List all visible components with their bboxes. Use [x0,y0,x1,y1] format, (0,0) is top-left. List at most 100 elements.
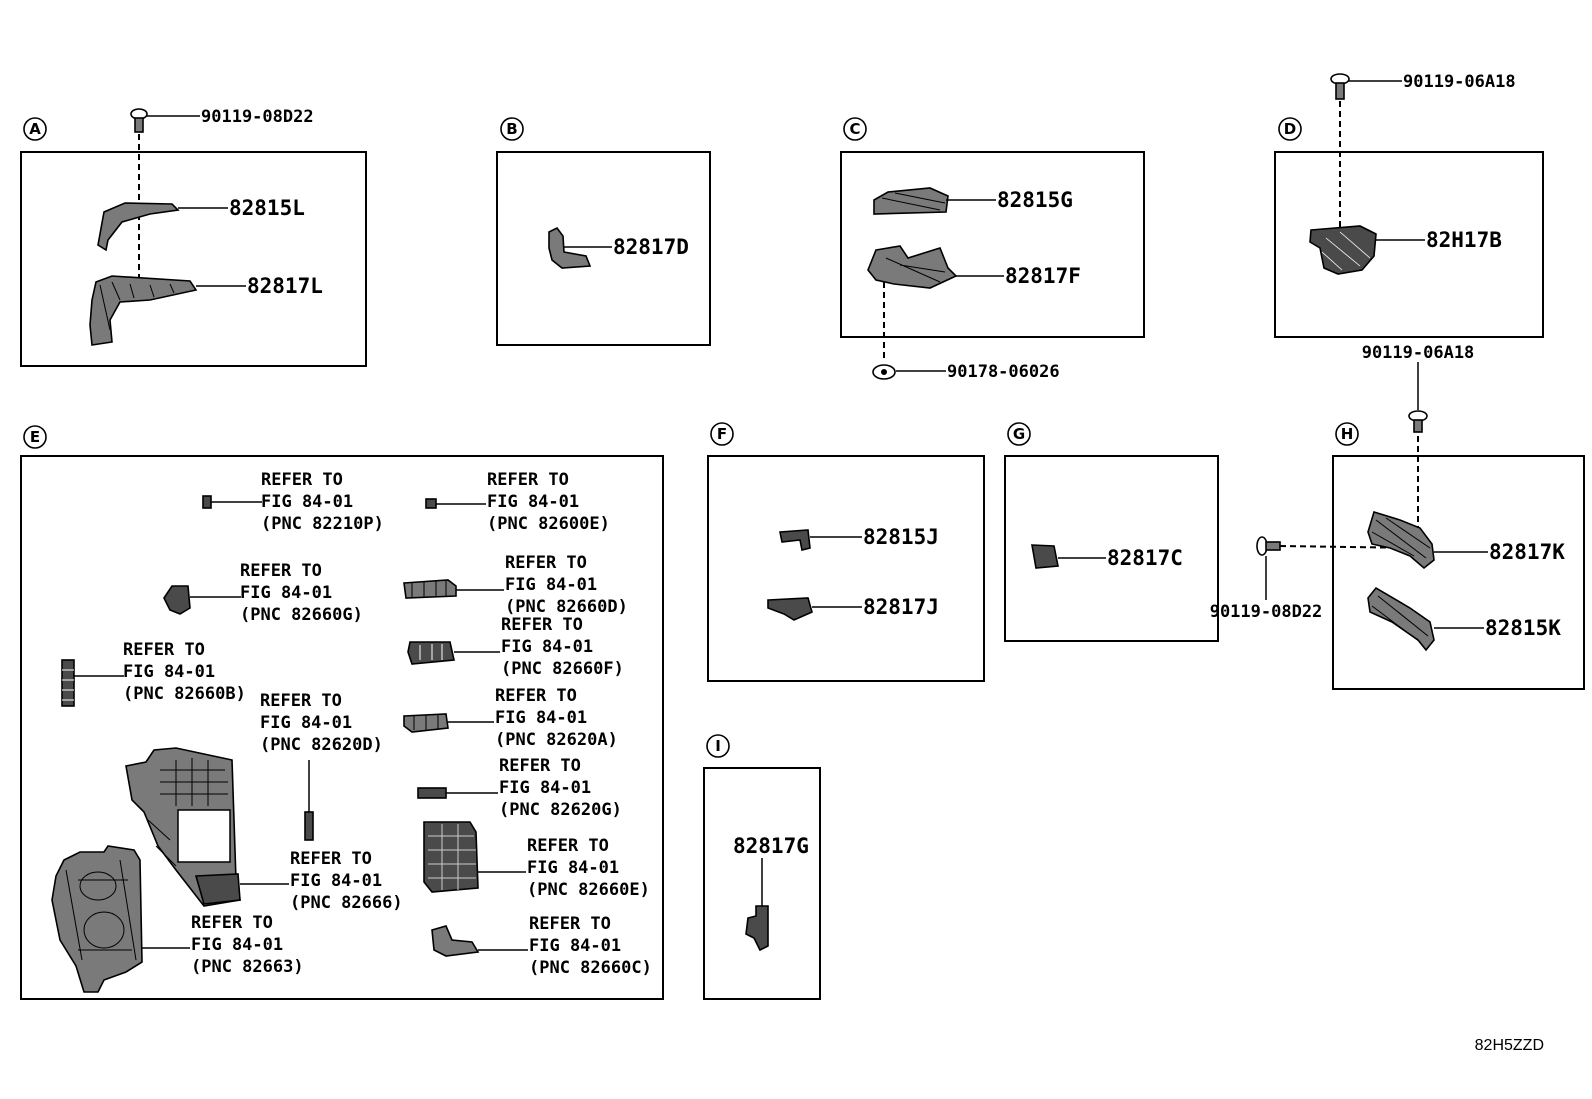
ref-line1: REFER TO [191,913,273,933]
ref-line1: REFER TO [123,640,205,660]
section-g: G 82817C [1004,422,1219,642]
part-number-label: 90119-08D22 [201,107,314,127]
section-d-letter: D [1284,120,1296,138]
ref-line2: FIG 84-01 [191,935,283,955]
bracket-icon [1309,225,1377,275]
section-b: B 82817D [496,117,711,346]
section-b-letter: B [506,120,517,138]
connector-icon [425,498,437,509]
ref-line1: REFER TO [527,836,609,856]
connector-icon [163,585,191,615]
section-a-letter: A [29,120,41,138]
ref-line2: FIG 84-01 [505,575,597,595]
ref-line3: (PNC 82620D) [260,735,383,755]
clip-icon [779,529,811,551]
bolt-icon [130,108,148,133]
ref-line1: REFER TO [487,470,569,490]
ref-line3: (PNC 82666) [290,893,403,913]
connector-icon [202,495,212,509]
ref-line3: (PNC 82663) [191,957,304,977]
bolt-icon [1330,73,1350,100]
clip-icon [767,597,813,621]
part-number-label: 82817D [613,235,689,259]
part-number-label: 82815G [997,188,1073,212]
ref-line1: REFER TO [240,561,322,581]
bracket-icon [1367,510,1435,570]
ref-line1: REFER TO [290,849,372,869]
section-i: I 82817G [703,734,821,1000]
ref-line1: REFER TO [505,553,587,573]
ref-line2: FIG 84-01 [123,662,215,682]
ref-line3: (PNC 82210P) [261,514,384,534]
fuse-icon [304,811,314,841]
part-number-label: 90119-06A18 [1403,72,1516,92]
ref-line3: (PNC 82660F) [501,659,624,679]
ref-line2: FIG 84-01 [487,492,579,512]
ref-line1: REFER TO [499,756,581,776]
case-icon [51,845,143,993]
part-number-label: 82815L [229,196,305,220]
bolt-icon [1256,536,1281,556]
ref-line3: (PNC 82620G) [499,800,622,820]
bracket-icon [1367,586,1435,652]
section-e-letter: E [30,428,40,446]
connector-icon [407,641,455,665]
ref-line2: FIG 84-01 [495,708,587,728]
clip-icon [745,905,769,952]
connector-icon [403,579,457,599]
section-f: F 82815J 82817J [707,422,985,682]
ref-line1: REFER TO [495,686,577,706]
section-h: H 90119-08D22 82817K 82815K [1210,362,1585,690]
ref-line2: FIG 84-01 [499,778,591,798]
ref-line3: (PNC 82600E) [487,514,610,534]
ref-line2: FIG 84-01 [527,858,619,878]
ref-line3: (PNC 82660D) [505,597,628,617]
ref-line1: REFER TO [529,914,611,934]
clip-icon [872,364,896,380]
connector-icon [548,226,592,269]
part-number-label: 90119-06A18 [1362,343,1475,363]
part-number-label: 82815K [1485,616,1561,640]
ref-line1: REFER TO [260,691,342,711]
ref-line1: REFER TO [261,470,343,490]
ref-line3: (PNC 82660E) [527,880,650,900]
ref-line3: (PNC 82660G) [240,605,363,625]
relay-block-icon [423,821,479,893]
connector-icon [417,787,447,799]
ref-line2: FIG 84-01 [240,583,332,603]
part-number-label: 90178-06026 [947,362,1060,382]
part-number-label: 82817J [863,595,939,619]
ref-line3: (PNC 82660B) [123,684,246,704]
ref-line2: FIG 84-01 [260,713,352,733]
ref-line2: FIG 84-01 [261,492,353,512]
bolt-icon [1408,410,1428,433]
part-number-label: 82817F [1005,264,1081,288]
ref-line2: FIG 84-01 [501,637,593,657]
part-number-label: 82817K [1489,540,1565,564]
section-c: C 82815G 82817F 90178-06026 [840,117,1145,382]
part-number-label: 82H17B [1426,228,1502,252]
section-a: A 90119-08D22 82815L 82817L [20,107,367,367]
ref-line2: FIG 84-01 [290,871,382,891]
section-e: E REFER TO FIG 84-01 (PNC 82210P) REFER … [20,425,664,1000]
ref-line2: FIG 84-01 [529,936,621,956]
part-number-label: 82817G [733,834,809,858]
section-h-letter: H [1341,425,1354,443]
ref-line3: (PNC 82620A) [495,730,618,750]
part-number-label: 82817C [1107,546,1183,570]
ref-line3: (PNC 82660C) [529,958,652,978]
clip-icon [1031,544,1059,569]
section-g-letter: G [1013,425,1025,443]
section-c-letter: C [849,120,860,138]
bracket-icon [431,925,480,957]
section-d: D 90119-06A18 82H17B 90119-06A18 [1274,72,1544,363]
part-number-label: 90119-08D22 [1210,602,1323,622]
part-number-label: 82817L [247,274,323,298]
connector-icon [61,659,75,707]
section-i-letter: I [715,737,721,755]
section-f-letter: F [717,425,727,443]
bracket-icon [97,202,180,252]
diagram-code: 82H5ZZD [1474,1037,1544,1054]
ref-line1: REFER TO [501,615,583,635]
